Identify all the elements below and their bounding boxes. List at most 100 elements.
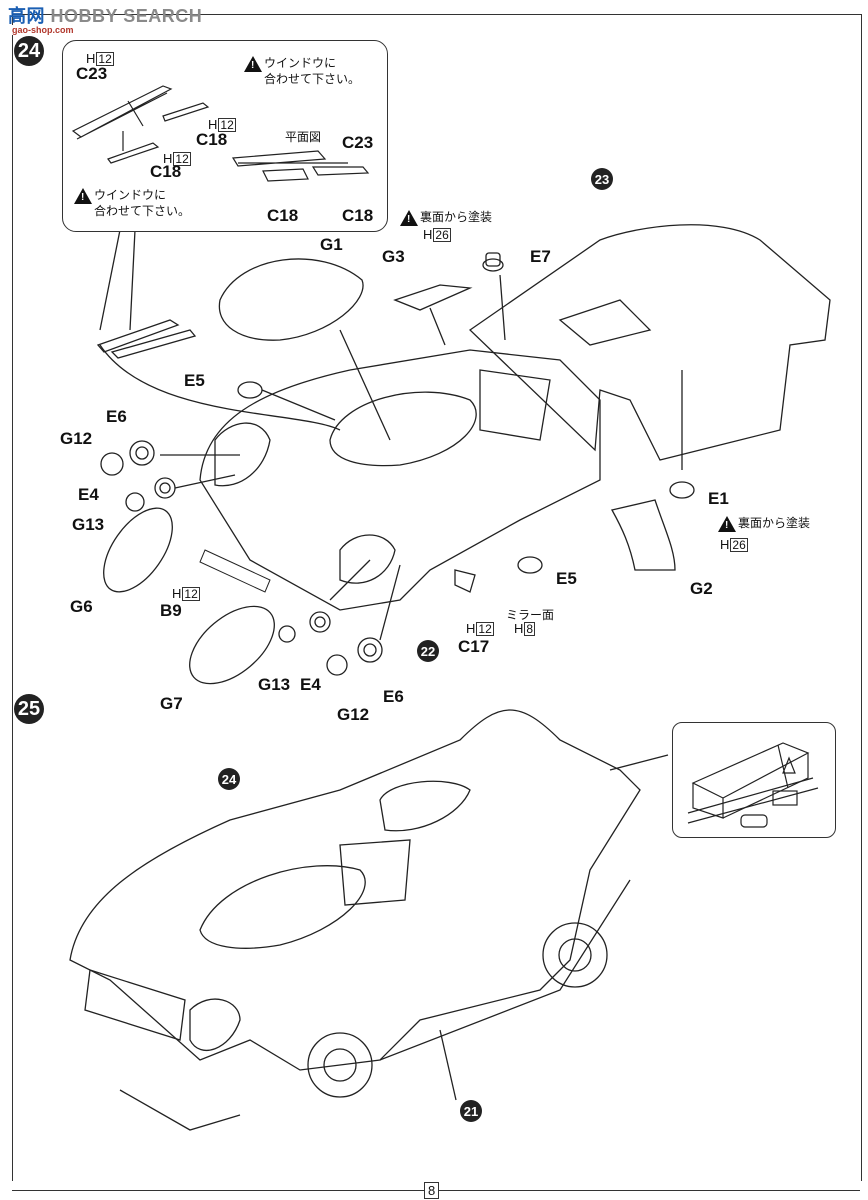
chassis-rails xyxy=(687,777,819,824)
windscreen-opening xyxy=(329,391,477,467)
part-E6-bottom xyxy=(357,637,383,663)
part-E5-right xyxy=(517,556,543,574)
part-G7 xyxy=(189,605,275,685)
label-G2: G2 xyxy=(690,579,713,598)
assembly-arrows xyxy=(160,274,683,641)
plan-view-label: 平面図 xyxy=(285,130,322,144)
part-B9 xyxy=(199,549,271,593)
front-body-22 xyxy=(199,349,601,611)
ref-step-23: 23 xyxy=(591,168,613,190)
label-C18-right: C18 xyxy=(196,130,228,149)
label-G13-bottom: G13 xyxy=(258,675,291,694)
warning-icon xyxy=(74,188,92,205)
detail-callout-lines xyxy=(99,229,136,331)
ref-step-24: 24 xyxy=(218,768,240,790)
part-G13-left xyxy=(125,492,145,512)
part-E7-body xyxy=(485,252,501,267)
part-C18-right xyxy=(162,102,210,122)
front-wheel xyxy=(307,1032,373,1098)
rear-wheel xyxy=(542,922,608,988)
plan-C18 xyxy=(262,166,370,182)
rear-body-23 xyxy=(468,224,831,461)
door-window-assembled xyxy=(339,839,411,906)
label-G3: G3 xyxy=(382,247,405,266)
part-C23-wiper xyxy=(71,85,173,140)
assembled-car-body xyxy=(69,709,641,1071)
label-G7: G7 xyxy=(160,694,183,713)
warning-icon xyxy=(718,516,736,533)
note-back-paint-right: 裏面から塗装 xyxy=(718,516,810,533)
label-plan-C18-a: C18 xyxy=(267,206,299,225)
part-E1 xyxy=(669,481,695,499)
assembled-windscreen xyxy=(199,865,366,949)
ref-step-21: 21 xyxy=(460,1100,482,1122)
part-G2 xyxy=(611,499,676,571)
headlight-right xyxy=(339,534,396,584)
part-C18-left xyxy=(107,142,160,164)
label-plan-C23: C23 xyxy=(342,133,374,152)
page-number: 8 xyxy=(424,1182,440,1199)
rear-window-assembled xyxy=(379,780,471,832)
chassis-leader xyxy=(439,1029,457,1101)
warning-icon xyxy=(400,210,418,227)
label-plan-C18-b: C18 xyxy=(342,206,374,225)
part-G3 xyxy=(393,284,473,311)
warning-icon xyxy=(244,56,262,73)
step-24-marker: 24 xyxy=(14,36,44,66)
label-E4-bottom: E4 xyxy=(300,675,321,694)
label-C18-left: C18 xyxy=(150,162,182,181)
watermark-cn2: 网 xyxy=(26,6,45,26)
part-E7 xyxy=(482,258,504,272)
label-G6: G6 xyxy=(70,597,93,616)
label-E5-right: E5 xyxy=(556,569,577,588)
label-G12-bottom: G12 xyxy=(337,705,370,724)
wing-mount xyxy=(772,790,798,806)
inset-callout xyxy=(609,754,669,771)
wiper-detail-box xyxy=(62,40,388,232)
wing-tab xyxy=(740,814,768,828)
part-E4-bottom xyxy=(309,611,331,633)
label-G1: G1 xyxy=(320,235,343,254)
watermark: 高网 HOBBY SEARCH xyxy=(8,2,202,28)
note-back-paint-top: 裏面から塗装 xyxy=(400,210,492,227)
rear-wing-detail-inset xyxy=(672,722,836,838)
ref-step-22: 22 xyxy=(417,640,439,662)
part-G12-left xyxy=(100,452,124,476)
wing-block xyxy=(691,742,810,819)
headlight-assembled xyxy=(189,998,241,1051)
label-E7: E7 xyxy=(530,247,551,266)
plan-C23 xyxy=(231,150,348,167)
label-E1: E1 xyxy=(708,489,729,508)
watermark-site: gao-shop.com xyxy=(12,25,74,35)
headlight-left xyxy=(214,422,271,487)
part-G6 xyxy=(103,507,173,593)
label-B9: B9 xyxy=(160,601,182,620)
rear-wing-detail-art xyxy=(687,742,819,828)
part-G12-bottom xyxy=(326,654,348,676)
label-G12-left: G12 xyxy=(60,429,93,448)
rear-window-23 xyxy=(558,299,652,346)
part-E5-top xyxy=(237,381,263,399)
wiper-installed xyxy=(96,319,197,359)
detail-arrows xyxy=(122,100,144,151)
watermark-cn: 高 xyxy=(8,6,27,26)
chassis-21 xyxy=(119,879,631,1131)
part-G13-bottom xyxy=(278,625,296,643)
door-window xyxy=(479,369,551,441)
label-G13-left: G13 xyxy=(72,515,105,534)
label-E6-bottom: E6 xyxy=(383,687,404,706)
label-E5-top: E5 xyxy=(184,371,205,390)
label-E4-left: E4 xyxy=(78,485,99,504)
wing-pin xyxy=(777,744,796,789)
step-25-marker: 25 xyxy=(14,694,44,724)
